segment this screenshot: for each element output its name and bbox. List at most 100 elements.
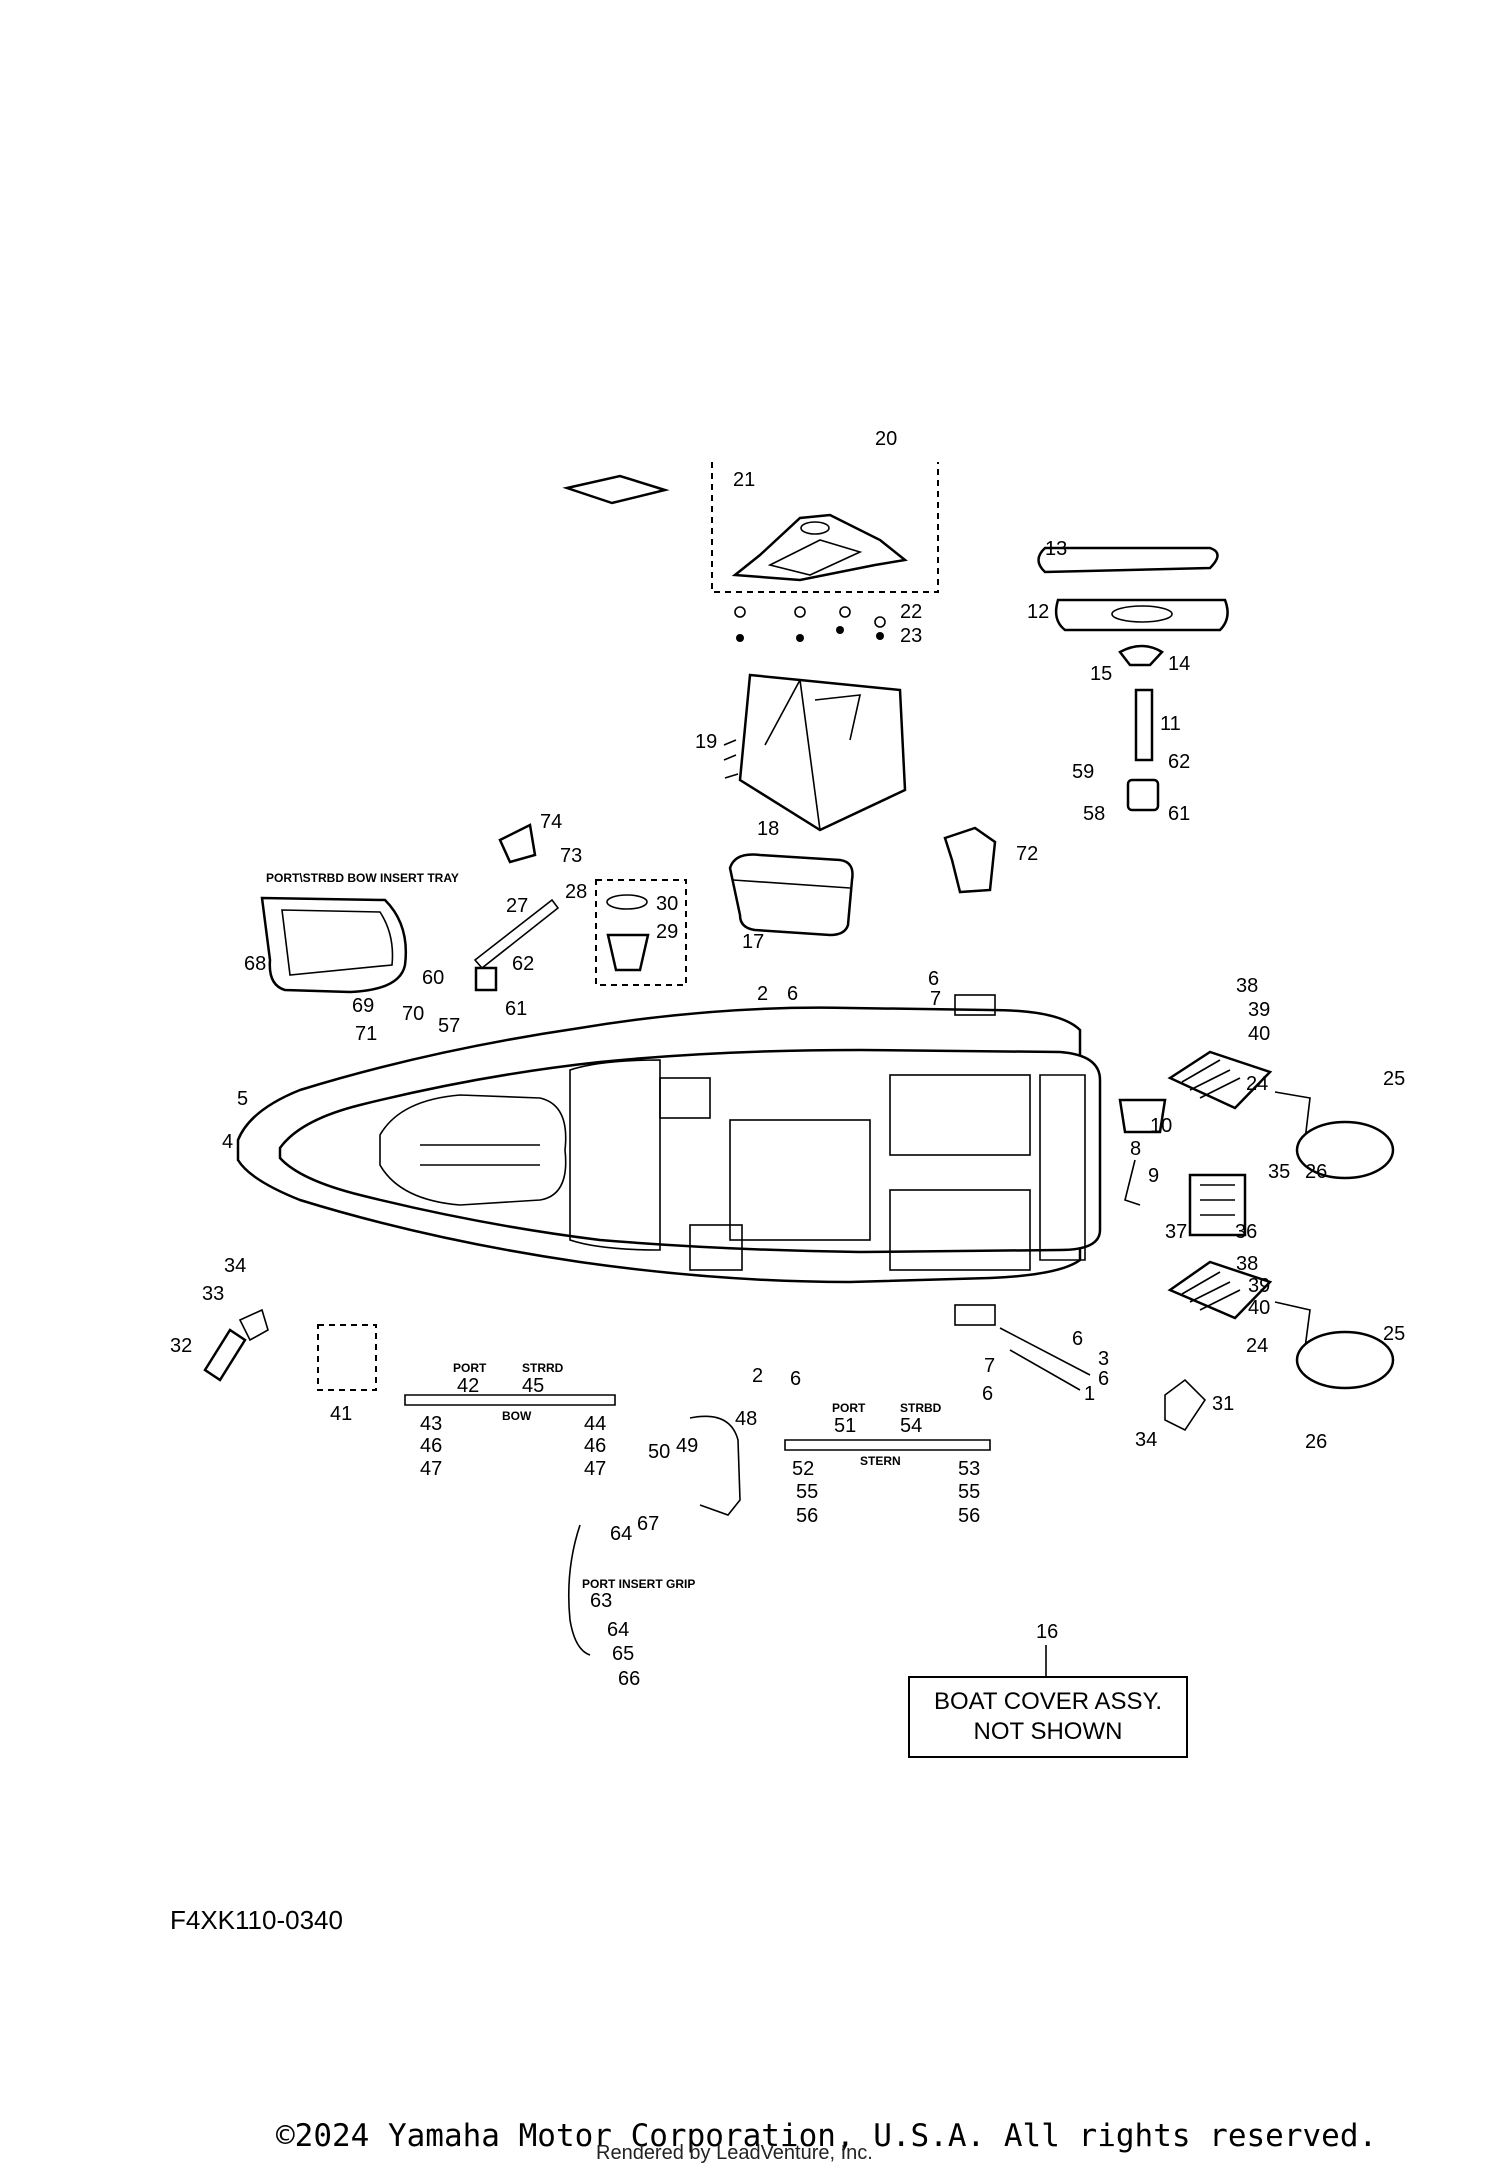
callout-55a: 55	[796, 1481, 818, 1503]
callout-71: 71	[355, 1023, 377, 1045]
callout-26a: 26	[1305, 1161, 1327, 1183]
label-bow: BOW	[502, 1409, 532, 1423]
callout-65: 65	[612, 1643, 634, 1665]
callout-34a: 34	[224, 1255, 246, 1277]
copyright-notice: ©2024 Yamaha Motor Corporation, U.S.A. A…	[276, 2118, 1378, 2154]
callout-70: 70	[402, 1003, 424, 1025]
callout-28: 28	[565, 881, 587, 903]
label-port-insert-grip: PORT INSERT GRIP	[582, 1577, 695, 1591]
callout-6a: 6	[787, 983, 798, 1005]
callout-1: 1	[1084, 1383, 1095, 1405]
callout-17: 17	[742, 931, 764, 953]
callout-56a: 56	[796, 1505, 818, 1527]
callout-6e: 6	[982, 1383, 993, 1405]
callout-66: 66	[618, 1668, 640, 1690]
console-drawing	[723, 673, 907, 832]
callout-13: 13	[1045, 538, 1067, 560]
callout-24a: 24	[1246, 1073, 1268, 1095]
callout-14: 14	[1168, 653, 1190, 675]
hardware-drawing	[203, 1308, 1207, 1656]
callout-23: 23	[900, 625, 922, 647]
callout-52: 52	[792, 1458, 814, 1480]
callout-6d: 6	[1098, 1368, 1109, 1390]
callout-29: 29	[656, 921, 678, 943]
callout-10: 10	[1150, 1115, 1172, 1137]
callout-59: 59	[1072, 761, 1094, 783]
note-box-line1: BOAT COVER ASSY.	[933, 1688, 1163, 1715]
callout-39a: 39	[1248, 999, 1270, 1021]
callout-74: 74	[540, 811, 562, 833]
diagram-code: F4XK110-0340	[170, 1905, 343, 1935]
callout-27: 27	[506, 895, 528, 917]
callout-72: 72	[1016, 843, 1038, 865]
callout-36: 36	[1235, 1221, 1257, 1243]
callout-56b: 56	[958, 1505, 980, 1527]
swim-steps-drawing	[1118, 1050, 1395, 1390]
callout-51: 51	[834, 1415, 856, 1437]
table-assembly-drawing	[1037, 546, 1229, 812]
note-box-line2: NOT SHOWN	[973, 1718, 1123, 1745]
callout-16: 16	[1036, 1621, 1058, 1643]
callout-7b: 7	[984, 1355, 995, 1377]
callout-61b: 61	[505, 998, 527, 1020]
callout-73: 73	[560, 845, 582, 867]
callout-50: 50	[648, 1441, 670, 1463]
callout-38b: 38	[1236, 1253, 1258, 1275]
label-stern-port: PORT	[832, 1401, 866, 1415]
callout-34b: 34	[1135, 1429, 1157, 1451]
callout-43: 43	[420, 1413, 442, 1435]
callout-68: 68	[244, 953, 266, 975]
callout-48: 48	[735, 1408, 757, 1430]
rendered-by-notice: Rendered by LeadVenture, Inc.	[596, 2142, 873, 2164]
callout-22: 22	[900, 601, 922, 623]
callout-9: 9	[1148, 1165, 1159, 1187]
callout-32: 32	[170, 1335, 192, 1357]
label-bow-port: PORT	[453, 1361, 487, 1375]
callout-64a: 64	[610, 1523, 632, 1545]
callout-5: 5	[237, 1088, 248, 1110]
callout-12: 12	[1027, 601, 1049, 623]
callout-41: 41	[330, 1403, 352, 1425]
label-bow-insert-tray: PORT\STRBD BOW INSERT TRAY	[266, 871, 459, 885]
callout-49: 49	[676, 1435, 698, 1457]
callout-69: 69	[352, 995, 374, 1017]
callout-46b: 46	[584, 1435, 606, 1457]
callout-38a: 38	[1236, 975, 1258, 997]
callout-67: 67	[637, 1513, 659, 1535]
callout-39b: 39	[1248, 1275, 1270, 1297]
cooler-drawing	[728, 853, 854, 937]
callout-54: 54	[900, 1415, 922, 1437]
callout-18: 18	[757, 818, 779, 840]
callout-6c: 6	[1072, 1328, 1083, 1350]
callout-35: 35	[1268, 1161, 1290, 1183]
callout-3: 3	[1098, 1348, 1109, 1370]
callout-45: 45	[522, 1375, 544, 1397]
callout-61a: 61	[1168, 803, 1190, 825]
callout-11: 11	[1160, 713, 1181, 735]
callout-62b: 62	[512, 953, 534, 975]
callout-64b: 64	[607, 1619, 629, 1641]
callout-8: 8	[1130, 1138, 1141, 1160]
callout-40a: 40	[1248, 1023, 1270, 1045]
callout-46a: 46	[420, 1435, 442, 1457]
boat-cover-note-box: BOAT COVER ASSY. NOT SHOWN	[908, 1676, 1188, 1758]
callout-62a: 62	[1168, 751, 1190, 773]
callout-25a: 25	[1383, 1068, 1405, 1090]
hull-drawing	[236, 994, 1102, 1326]
callout-4: 4	[222, 1131, 233, 1153]
callout-55b: 55	[958, 1481, 980, 1503]
callout-58: 58	[1083, 803, 1105, 825]
callout-37: 37	[1165, 1221, 1187, 1243]
label-stern-strbd: STRBD	[900, 1401, 942, 1415]
label-stern: STERN	[860, 1454, 901, 1468]
callout-20: 20	[875, 428, 897, 450]
callout-15: 15	[1090, 663, 1112, 685]
callout-7a: 7	[930, 988, 941, 1010]
callout-26b: 26	[1305, 1431, 1327, 1453]
section-labels: PORT\STRBD BOW INSERT TRAY PORT INSERT G…	[266, 871, 942, 1591]
callout-25b: 25	[1383, 1323, 1405, 1345]
callout-labels: 20 21 22 23 13 12 15 14 11 19 18 59 62 5…	[170, 428, 1405, 1690]
callout-31: 31	[1212, 1393, 1234, 1415]
bow-insert-tray-drawing	[260, 896, 407, 994]
cover-assembly-drawing	[562, 462, 939, 642]
